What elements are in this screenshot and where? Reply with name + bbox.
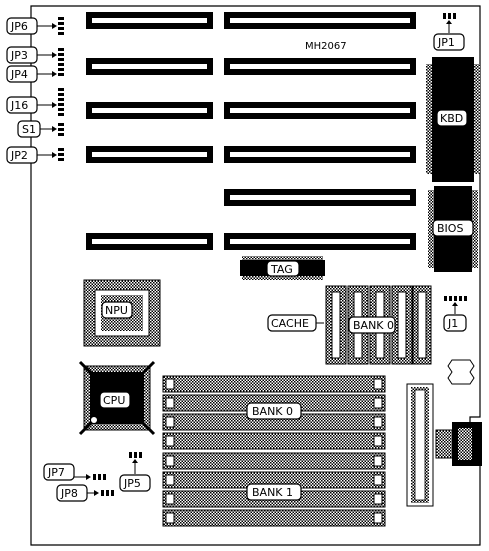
expansion-slot bbox=[224, 233, 416, 250]
jp6-label: JP6 bbox=[10, 20, 28, 33]
cache-sram-array: BANK 0 bbox=[322, 283, 432, 367]
cpu-pin1-marker bbox=[91, 417, 97, 423]
cpu-chip: CPU bbox=[78, 360, 156, 436]
switch-s1: S1 bbox=[17, 120, 64, 138]
tag-label-box bbox=[266, 260, 300, 277]
expansion-slot bbox=[86, 146, 213, 163]
simm-slot bbox=[162, 471, 386, 489]
kbd-label-box bbox=[436, 109, 468, 127]
simm-slot bbox=[162, 509, 386, 527]
cache-bank-label-box bbox=[348, 316, 396, 334]
expansion-slot bbox=[86, 12, 213, 29]
npu-label-box bbox=[101, 301, 133, 319]
jumper-j16: J16 bbox=[6, 88, 64, 116]
cpu-label: CPU bbox=[103, 394, 125, 407]
jp7-label: JP7 bbox=[47, 466, 65, 479]
jp1-label: JP1 bbox=[437, 36, 455, 49]
expansion-slot bbox=[224, 102, 416, 119]
expansion-slot bbox=[224, 189, 416, 206]
cache-label: CACHE bbox=[271, 317, 309, 330]
tag-ram-chip: TAG bbox=[240, 256, 325, 280]
simm-bank1-label: BANK 1 bbox=[252, 486, 293, 499]
expansion-slot bbox=[86, 58, 213, 75]
jp5-label-box bbox=[119, 474, 151, 492]
jp5-label: JP5 bbox=[123, 477, 141, 490]
cpu-label-box bbox=[99, 391, 131, 409]
expansion-slot bbox=[224, 58, 416, 75]
jumper-jp5: JP5 bbox=[119, 452, 151, 492]
jumper-jp4: JP4 bbox=[6, 65, 57, 83]
board-model: MH2067 bbox=[305, 41, 347, 52]
simm-slot bbox=[162, 413, 386, 431]
jumper-jp8: JP8 bbox=[56, 484, 114, 502]
simm-bank0-label: BANK 0 bbox=[252, 405, 293, 418]
cache-chip bbox=[325, 285, 347, 365]
isa-slots-left bbox=[86, 12, 213, 250]
jumper-jp6: JP6 bbox=[6, 17, 64, 35]
npu-label: NPU bbox=[105, 304, 128, 317]
keyboard-connector bbox=[435, 422, 482, 466]
bios-chip: BIOS bbox=[428, 186, 478, 272]
j16-label: J16 bbox=[10, 99, 28, 112]
j1-label: J1 bbox=[447, 317, 458, 330]
jumper-jp3-jp4 bbox=[58, 48, 64, 76]
jumper-jp1: JP1 bbox=[433, 13, 465, 51]
npu-socket: NPU bbox=[83, 279, 161, 347]
j1-label-box bbox=[443, 314, 467, 332]
jp3-label: JP3 bbox=[10, 49, 28, 62]
simm-slot bbox=[162, 452, 386, 470]
jp4-label: JP4 bbox=[10, 68, 28, 81]
simm-slot bbox=[162, 375, 386, 393]
jp2-label: JP2 bbox=[10, 149, 28, 162]
simm-slot bbox=[162, 432, 386, 450]
cache-bank-label: BANK 0 bbox=[353, 319, 394, 332]
jp1-label-box bbox=[433, 33, 465, 51]
jp7-label-box bbox=[43, 463, 75, 481]
bios-label-box bbox=[432, 219, 474, 237]
battery-outline bbox=[447, 359, 475, 385]
tag-label: TAG bbox=[270, 263, 293, 276]
jumper-jp2: JP2 bbox=[6, 146, 64, 164]
cache-chip bbox=[412, 285, 432, 365]
keyboard-controller-chip: KBD bbox=[426, 57, 480, 182]
jumper-jp3: JP3 bbox=[6, 46, 57, 64]
expansion-slot bbox=[224, 12, 416, 29]
expansion-slot bbox=[86, 233, 213, 250]
cache-callout: CACHE bbox=[267, 314, 324, 332]
expansion-slot bbox=[224, 146, 416, 163]
isa-slots-right bbox=[224, 12, 416, 250]
simm-bank0-label-box bbox=[246, 402, 302, 420]
jp8-label: JP8 bbox=[60, 487, 78, 500]
simm-bank1-label-box bbox=[246, 483, 302, 501]
s1-label: S1 bbox=[22, 123, 36, 136]
expansion-slot bbox=[86, 102, 213, 119]
power-connector bbox=[406, 383, 434, 507]
jumper-j1: J1 bbox=[443, 296, 467, 332]
kbd-label: KBD bbox=[440, 112, 463, 125]
bios-label: BIOS bbox=[437, 222, 463, 235]
jumper-jp7: JP7 bbox=[43, 463, 106, 481]
simm-slots: BANK 0 BANK 1 bbox=[162, 375, 386, 527]
